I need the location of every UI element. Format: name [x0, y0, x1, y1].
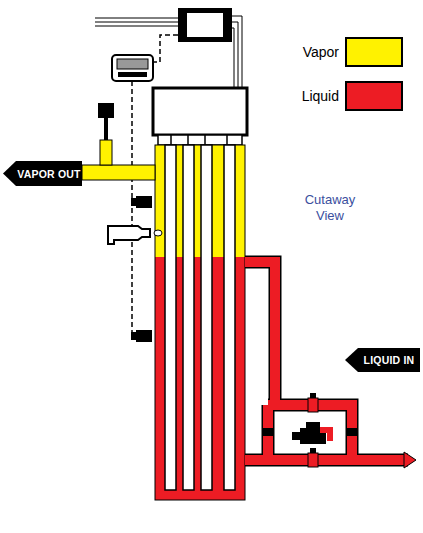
outlet-end [404, 452, 416, 468]
display-buttons [118, 72, 147, 77]
signal-line [153, 35, 178, 62]
control-box [178, 8, 232, 42]
legend-swatch [345, 81, 403, 111]
vapor-riser [100, 140, 112, 165]
liquid-in-arrow [345, 348, 420, 372]
valve-stem [104, 118, 108, 140]
legend-label: Vapor [303, 44, 339, 60]
drain-fitting [131, 330, 152, 342]
vapor-out-arrow [3, 161, 82, 186]
relief-valve [108, 226, 150, 244]
head-flange [158, 135, 242, 145]
view-note: Cutaway View [292, 192, 368, 224]
terminals [182, 14, 229, 35]
arrow-label: LIQUID IN [358, 348, 420, 372]
level-sensor [154, 230, 162, 236]
legend-swatch [345, 37, 403, 67]
power-wires [95, 18, 178, 26]
flange-bolts [171, 135, 227, 145]
vessel-shell [155, 145, 245, 500]
control-box-panel [187, 13, 223, 37]
heat-tubes [165, 145, 235, 490]
valve-actuator [98, 103, 114, 118]
sensor-line [131, 81, 133, 335]
vapor-pipe [82, 165, 155, 180]
heater-head [153, 88, 247, 135]
loop-valves [262, 393, 358, 467]
heater-wires [232, 16, 242, 88]
display-screen [117, 59, 148, 69]
arrow-label: VAPOR OUT [16, 161, 82, 186]
legend-label: Liquid [302, 88, 339, 104]
display-unit [112, 55, 153, 81]
gauge-fitting [131, 196, 152, 208]
